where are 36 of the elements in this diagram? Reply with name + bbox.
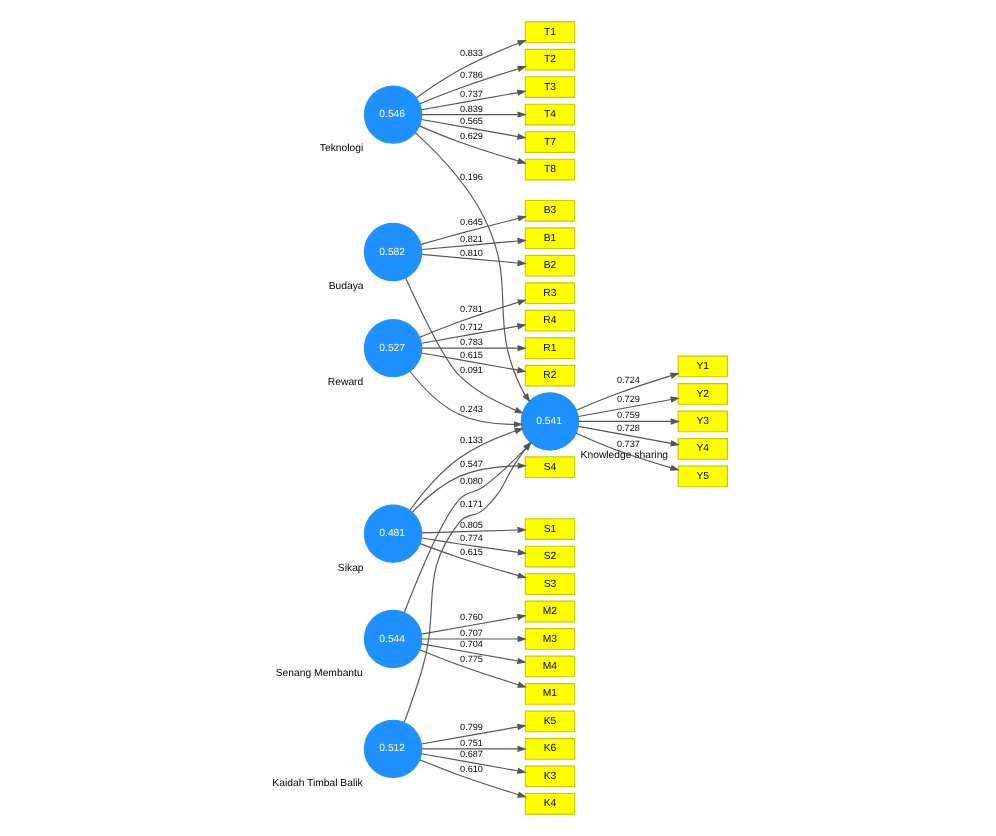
arrow [419,723,526,745]
arrow [574,432,679,471]
arrow [413,132,530,403]
arrow [410,462,526,513]
arrow [574,372,679,411]
arrow [418,543,526,579]
arrow [402,441,531,614]
arrow [419,643,526,665]
arrow [418,299,526,338]
arrow [420,745,526,753]
arrow [419,352,526,374]
arrow [420,635,526,643]
arrow [419,89,526,111]
arrow [408,428,523,511]
arrow [576,425,679,447]
arrow [419,613,526,635]
arrow [419,215,526,245]
arrow [417,125,526,164]
arrow [577,418,679,425]
arrow [420,526,526,534]
arrow [420,344,526,352]
arrow [408,370,523,428]
arrow [420,237,526,251]
arrow [418,759,526,798]
arrow [418,649,526,688]
arrow [576,396,679,417]
arrow [420,111,526,118]
arrow [418,65,526,105]
arrow [419,753,526,774]
arrow [402,441,531,723]
arrow [419,323,526,344]
arrow [419,537,526,556]
arrow [420,253,526,267]
arrow [404,277,523,414]
arrow [414,40,526,99]
arrow [419,118,526,140]
